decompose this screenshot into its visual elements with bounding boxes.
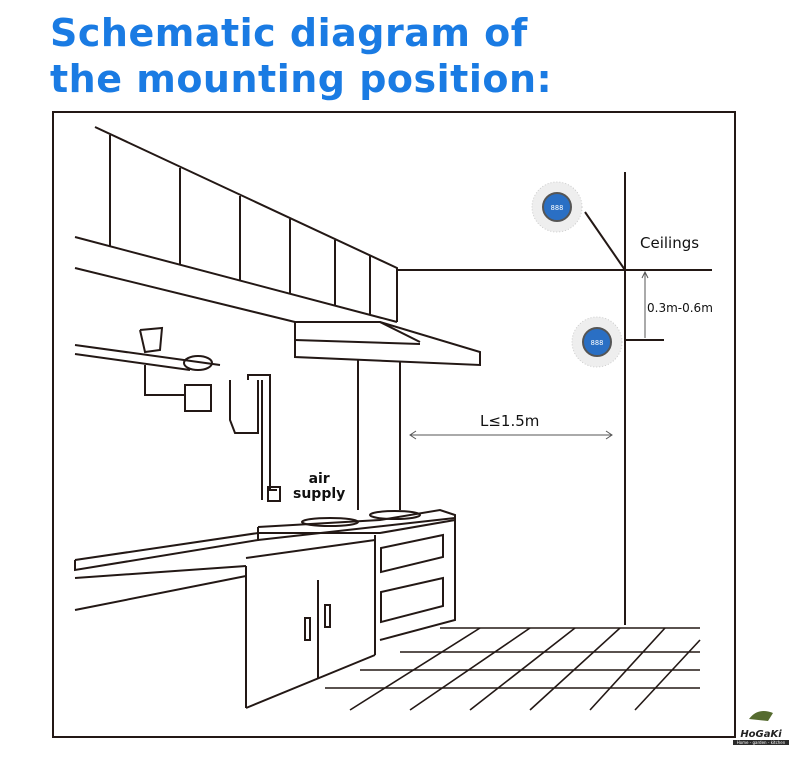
brand-logo: HoGaKi Home - garden - kitchen	[733, 705, 789, 745]
gas-pipes	[74, 326, 281, 502]
range-hood	[294, 321, 481, 510]
detector-icon-wall	[571, 316, 623, 368]
height-range-label: 0.3m-0.6m	[647, 301, 713, 315]
diagram-frame	[52, 111, 736, 738]
air-supply-line2: supply	[293, 486, 346, 502]
air-supply-line1: air	[308, 471, 330, 487]
detector-display: 888	[551, 204, 564, 212]
detector-icon-ceiling	[531, 181, 583, 233]
page-title: Schematic diagram of the mounting positi…	[50, 11, 553, 101]
distance-label: L≤1.5m	[480, 412, 540, 430]
upper-cabinets	[74, 126, 398, 323]
floor-tiles	[325, 627, 701, 711]
base-cabinets	[74, 516, 456, 709]
ceilings-label: Ceilings	[640, 234, 700, 252]
logo-tagline: Home - garden - kitchen	[733, 740, 789, 745]
air-supply-label: air supply	[293, 472, 345, 502]
logo-name: HoGaKi	[740, 729, 782, 740]
detector-display: 888	[591, 339, 604, 347]
house-leaf-icon	[749, 711, 773, 721]
